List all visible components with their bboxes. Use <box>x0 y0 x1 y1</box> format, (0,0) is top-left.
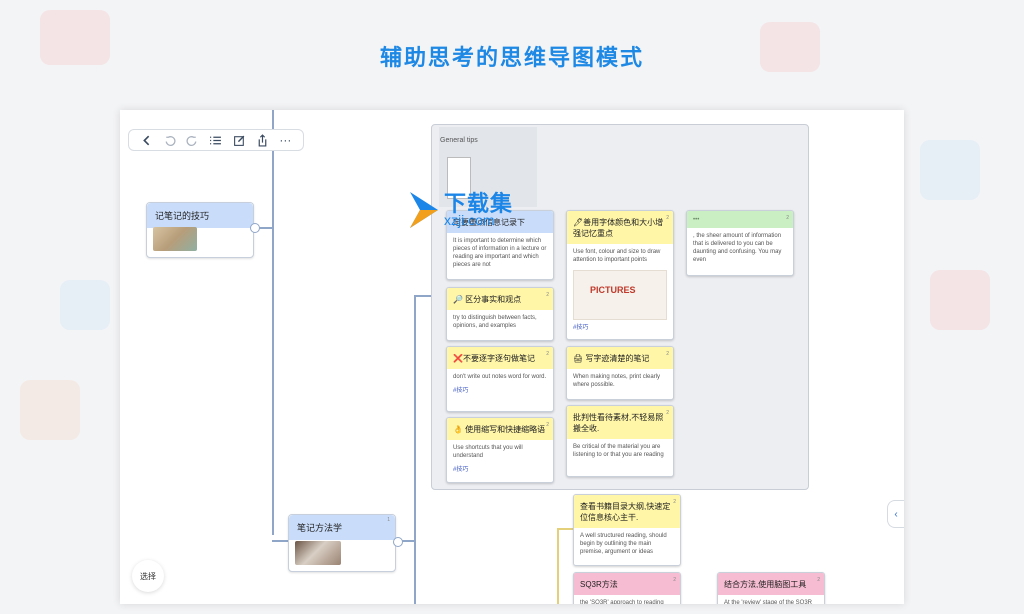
card-count: 2 <box>666 215 669 221</box>
card-clear-handwriting[interactable]: 🖨 写字迹清楚的笔记 2 When making notes, print cle… <box>566 346 674 400</box>
more-icon[interactable]: ··· <box>279 133 292 147</box>
edit-icon[interactable] <box>231 132 247 148</box>
card-drag-dots[interactable]: ••• <box>693 217 700 223</box>
card-table-of-contents[interactable]: 查看书籍目录大纲,快速定位信息核心主干.2 A well structured … <box>573 494 681 566</box>
connector-line <box>557 528 573 530</box>
watermark-title: 下载集 <box>444 191 514 216</box>
connector-line <box>414 295 416 604</box>
card-body: Be critical of the material you are list… <box>573 444 664 458</box>
card-sq3r[interactable]: SQ3R方法 2 the 'SQ3R' approach to reading <box>573 572 681 604</box>
sketch-image-text: PICTURES <box>590 285 636 295</box>
share-icon[interactable] <box>254 132 270 148</box>
topic-note-methodology[interactable]: 笔记方法学 1 <box>288 514 396 572</box>
sketch-image: PICTURES <box>573 270 667 320</box>
hero-title: 辅助思考的思维导图模式 <box>379 45 644 70</box>
card-title: 查看书籍目录大纲,快速定位信息核心主干. <box>580 502 671 522</box>
group-title: General tips <box>440 137 478 144</box>
watermark: 下载集 xzji.com <box>408 186 558 236</box>
card-count: 2 <box>673 499 676 505</box>
topic-thumbnail <box>153 227 197 251</box>
card-body: A well structured reading, should begin … <box>580 533 667 555</box>
app-window: ··· 记笔记的技巧 笔记方法学 1 General tips 定要重点信息记录… <box>120 110 904 604</box>
card-count: 2 <box>817 577 820 583</box>
card-body: At the 'review' stage of the SQ3R <box>724 600 813 604</box>
group-document-thumbnail <box>447 157 471 199</box>
collapse-handle[interactable] <box>250 223 260 233</box>
background-decoration <box>930 270 990 330</box>
topic-title: 笔记方法学 <box>289 515 395 540</box>
card-body: the 'SQ3R' approach to reading <box>580 600 664 604</box>
connector-line <box>272 110 274 535</box>
redo-icon[interactable] <box>185 132 201 148</box>
back-icon[interactable] <box>139 132 155 148</box>
tips-group: General tips 定要重点信息记录下 It is important t… <box>431 124 809 490</box>
background-decoration <box>60 280 110 330</box>
connector-line <box>557 528 559 604</box>
card-facts-opinions[interactable]: 🔎 区分事实和观点 2 try to distinguish between fa… <box>446 287 554 341</box>
background-decoration <box>920 140 980 200</box>
outline-list-icon[interactable] <box>208 132 224 148</box>
card-information-amount[interactable]: ••• 2 , the sheer amount of information t… <box>686 210 794 276</box>
collapse-handle[interactable] <box>393 537 403 547</box>
card-title: 定要重点信息记录下 <box>447 211 553 233</box>
card-tag[interactable]: #技巧 <box>453 388 469 394</box>
card-count: 2 <box>546 351 549 357</box>
group-header: General tips <box>439 127 537 207</box>
topic-thumbnail <box>295 541 341 565</box>
background-decoration <box>20 380 80 440</box>
card-count: 2 <box>666 351 669 357</box>
card-title: SQ3R方法 <box>580 580 618 589</box>
watermark-logo-icon <box>410 192 438 228</box>
connector-line <box>254 227 274 229</box>
card-title: 🔎 区分事实和观点 <box>453 295 522 304</box>
undo-icon[interactable] <box>162 132 178 148</box>
toolbar: ··· <box>128 129 304 151</box>
card-title: 结合方法,使用脑图工具 <box>724 580 807 589</box>
watermark-url: xzji.com <box>444 212 495 228</box>
topic-count: 1 <box>387 517 390 523</box>
card-count: 2 <box>786 215 789 221</box>
topic-title: 记笔记的技巧 <box>147 203 253 228</box>
card-body: When making notes, print clearly where p… <box>573 374 661 388</box>
card-body: Use font, colour and size to draw attent… <box>573 249 661 263</box>
card-tag[interactable]: #技巧 <box>453 467 469 473</box>
card-mind-map-tool[interactable]: 结合方法,使用脑图工具 2 At the 'review' stage of th… <box>717 572 825 604</box>
background-decoration <box>760 22 820 72</box>
connector-line <box>414 295 432 297</box>
connector-line <box>395 540 415 542</box>
card-count: 2 <box>666 410 669 416</box>
card-body: don't write out notes word for word. <box>453 374 547 380</box>
card-key-info[interactable]: 定要重点信息记录下 It is important to determine w… <box>446 210 554 280</box>
card-tag[interactable]: #技巧 <box>573 325 589 331</box>
card-count: 2 <box>546 292 549 298</box>
card-body: Use shortcuts that you will understand <box>453 445 523 459</box>
card-count: 2 <box>673 577 676 583</box>
topic-note-tips[interactable]: 记笔记的技巧 <box>146 202 254 258</box>
card-body: try to distinguish between facts, opinio… <box>453 315 537 329</box>
collapse-panel-icon[interactable]: ‹ <box>887 500 904 528</box>
card-count: 2 <box>546 422 549 428</box>
card-title: ❌不要逐字逐句做笔记 <box>453 354 535 363</box>
card-no-verbatim[interactable]: ❌不要逐字逐句做笔记 2 don't write out notes word f… <box>446 346 554 412</box>
connector-line <box>272 540 288 542</box>
card-title: 🖨 写字迹清楚的笔记 <box>573 354 650 363</box>
select-button[interactable]: 选择 <box>132 560 164 592</box>
background-decoration <box>40 10 110 65</box>
card-title: 批判性看待素材,不轻易照搬全收. <box>573 413 664 433</box>
card-title: 👌 使用缩写和快捷缩略语 <box>453 425 546 434</box>
card-body: , the sheer amount of information that i… <box>693 233 782 263</box>
card-critical-thinking[interactable]: 批判性看待素材,不轻易照搬全收.2 Be critical of the mat… <box>566 405 674 477</box>
card-title: 🖊善用字体颜色和大小增强记忆重点 <box>573 218 664 238</box>
card-body: It is important to determine which piece… <box>453 238 547 268</box>
